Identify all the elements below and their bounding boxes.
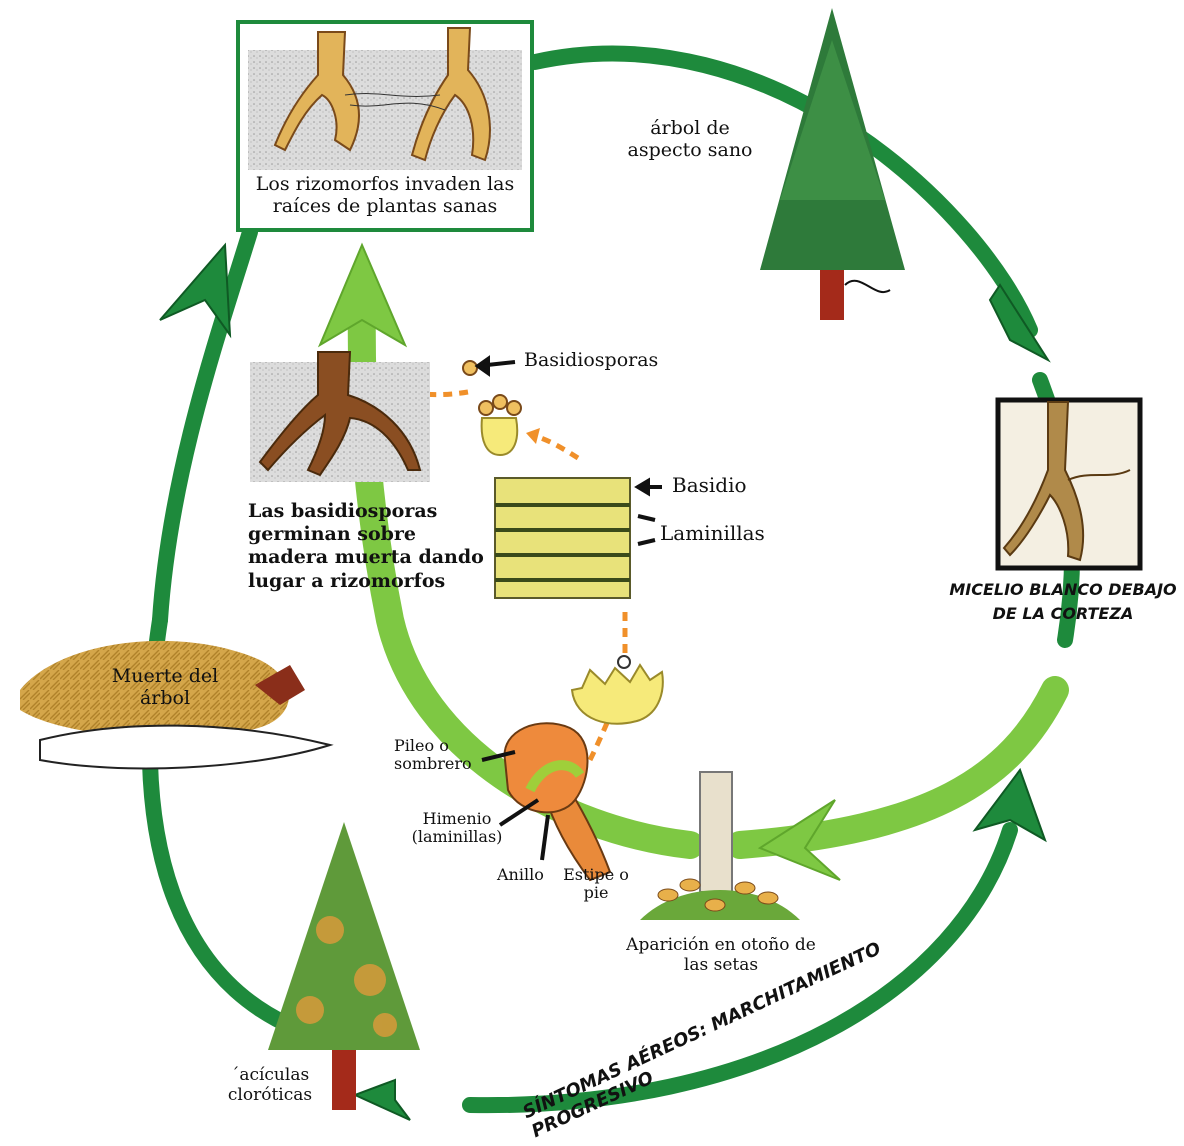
- chlorotic-needles-label: ´acículas cloróticas: [214, 1066, 326, 1105]
- laminillas-art: [495, 478, 630, 598]
- rhizomorph-caption: Los rizomorfos invaden las raíces de pla…: [240, 174, 530, 218]
- germination-label: Las basidiosporas germinan sobre madera …: [248, 500, 498, 593]
- gill-detail-art: [572, 656, 663, 724]
- healthy-tree-label: árbol de aspecto sano: [620, 118, 760, 162]
- tree-death-label: Muerte del árbol: [100, 666, 230, 710]
- himenio-label: Himenio (laminillas): [402, 810, 512, 847]
- basidiospore-art: [463, 361, 521, 455]
- mycelium-box: [998, 400, 1140, 568]
- mushroom-appearance-label: Aparición en otoño de las setas: [626, 936, 816, 975]
- mycelium-label: MICELIO BLANCO DEBAJO DE LA CORTEZA: [944, 578, 1182, 626]
- basidiospores-label: Basidiosporas: [524, 350, 658, 372]
- basidio-label: Basidio: [672, 474, 747, 497]
- pileo-label: Pileo o sombrero: [394, 737, 494, 774]
- laminillas-label: Laminillas: [660, 522, 765, 545]
- mushroom-art: [505, 723, 610, 880]
- estipe-label: Estipe o pie: [562, 866, 630, 903]
- anillo-label: Anillo: [497, 866, 544, 884]
- dead-wood-root: [250, 352, 430, 482]
